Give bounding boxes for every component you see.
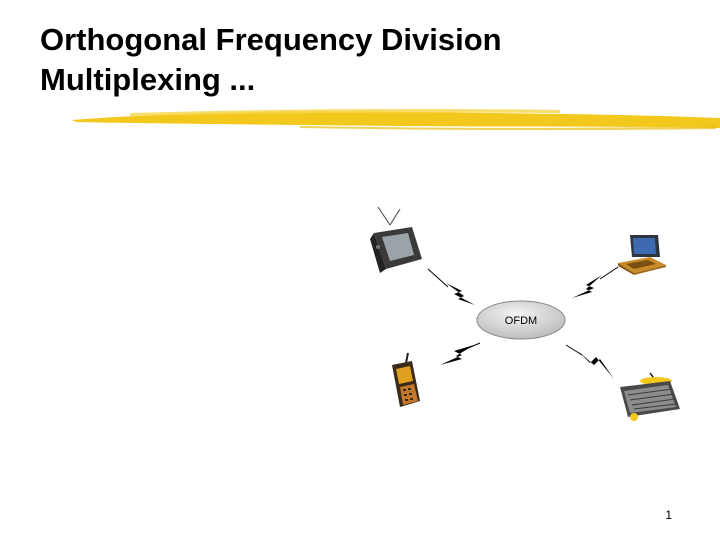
ofdm-hub: OFDM bbox=[476, 300, 566, 340]
lightning-link-icon bbox=[440, 342, 481, 365]
slide-title-line-1: Orthogonal Frequency Division bbox=[40, 22, 502, 57]
ofdm-network-diagram: OFDM bbox=[370, 206, 680, 421]
lightning-link-icon bbox=[565, 344, 614, 379]
page-number: 1 bbox=[665, 508, 672, 522]
lightning-link-icon bbox=[572, 266, 619, 298]
cell-phone-icon bbox=[392, 352, 420, 407]
lightning-link-icon bbox=[427, 268, 475, 305]
slide-title: Orthogonal Frequency Division Multiplexi… bbox=[40, 20, 680, 100]
television-icon bbox=[370, 206, 422, 273]
ofdm-hub-label: OFDM bbox=[505, 315, 537, 327]
title-underline-brush bbox=[72, 109, 720, 131]
laptop-icon bbox=[618, 235, 666, 275]
radio-icon bbox=[620, 372, 680, 421]
slide-title-line-2: Multiplexing ... bbox=[40, 62, 256, 97]
